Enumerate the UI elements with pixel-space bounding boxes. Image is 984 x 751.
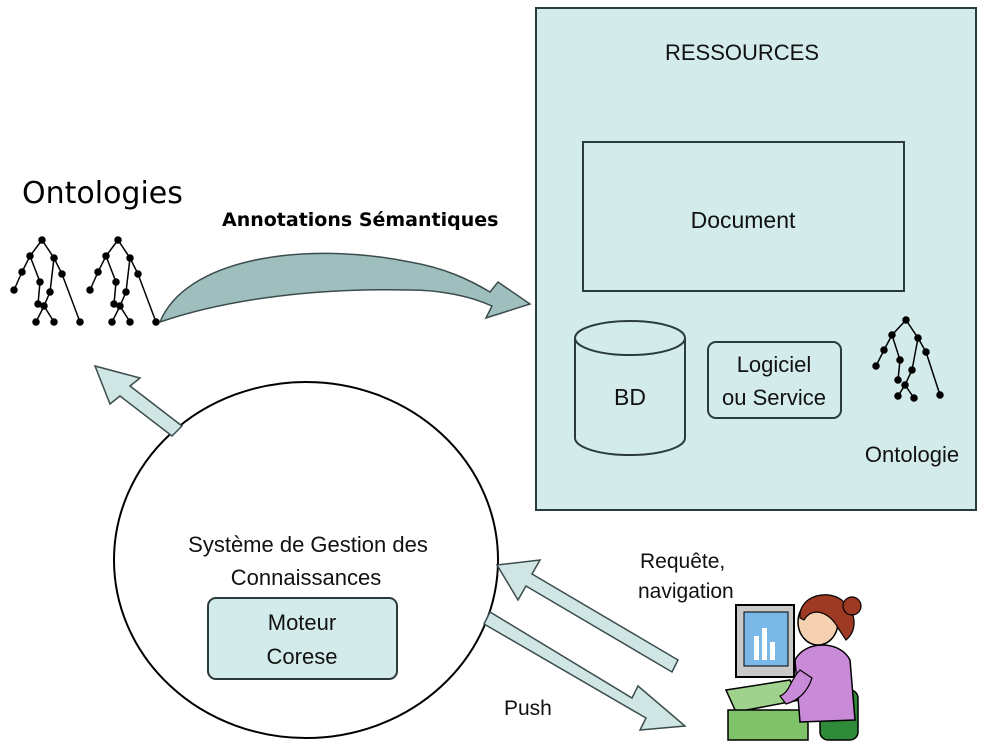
logiciel-line1: Logiciel xyxy=(737,352,812,377)
requete-line2: navigation xyxy=(638,580,734,603)
annotations-curved-arrow xyxy=(158,252,532,324)
ontology-tree-icon-left xyxy=(10,236,84,326)
push-label: Push xyxy=(504,697,552,720)
request-arrow xyxy=(495,559,679,674)
ontologie-tree-icon xyxy=(872,316,944,402)
document-box xyxy=(582,141,905,292)
up-arrow-to-ontologies xyxy=(93,364,184,437)
system-line1: Système de Gestion des xyxy=(188,532,428,557)
push-arrow xyxy=(483,610,687,731)
annotations-label: Annotations Sémantiques xyxy=(222,209,498,231)
bd-label: BD xyxy=(614,384,646,410)
system-line2: Connaissances xyxy=(231,565,381,590)
engine-line2: Corese xyxy=(267,644,338,669)
database-icon xyxy=(574,320,686,456)
logiciel-line2: ou Service xyxy=(722,385,826,410)
user-computer-icon xyxy=(724,594,862,741)
ontologies-title: Ontologies xyxy=(22,176,183,211)
ontologie-label: Ontologie xyxy=(865,442,959,467)
ontology-tree-icon-right xyxy=(86,236,160,326)
requete-line1: Requête, xyxy=(640,550,725,573)
engine-line1: Moteur xyxy=(268,610,336,635)
document-label: Document xyxy=(691,207,796,233)
ressources-title: RESSOURCES xyxy=(665,40,819,65)
logiciel-box xyxy=(707,341,842,419)
engine-box xyxy=(207,597,398,680)
